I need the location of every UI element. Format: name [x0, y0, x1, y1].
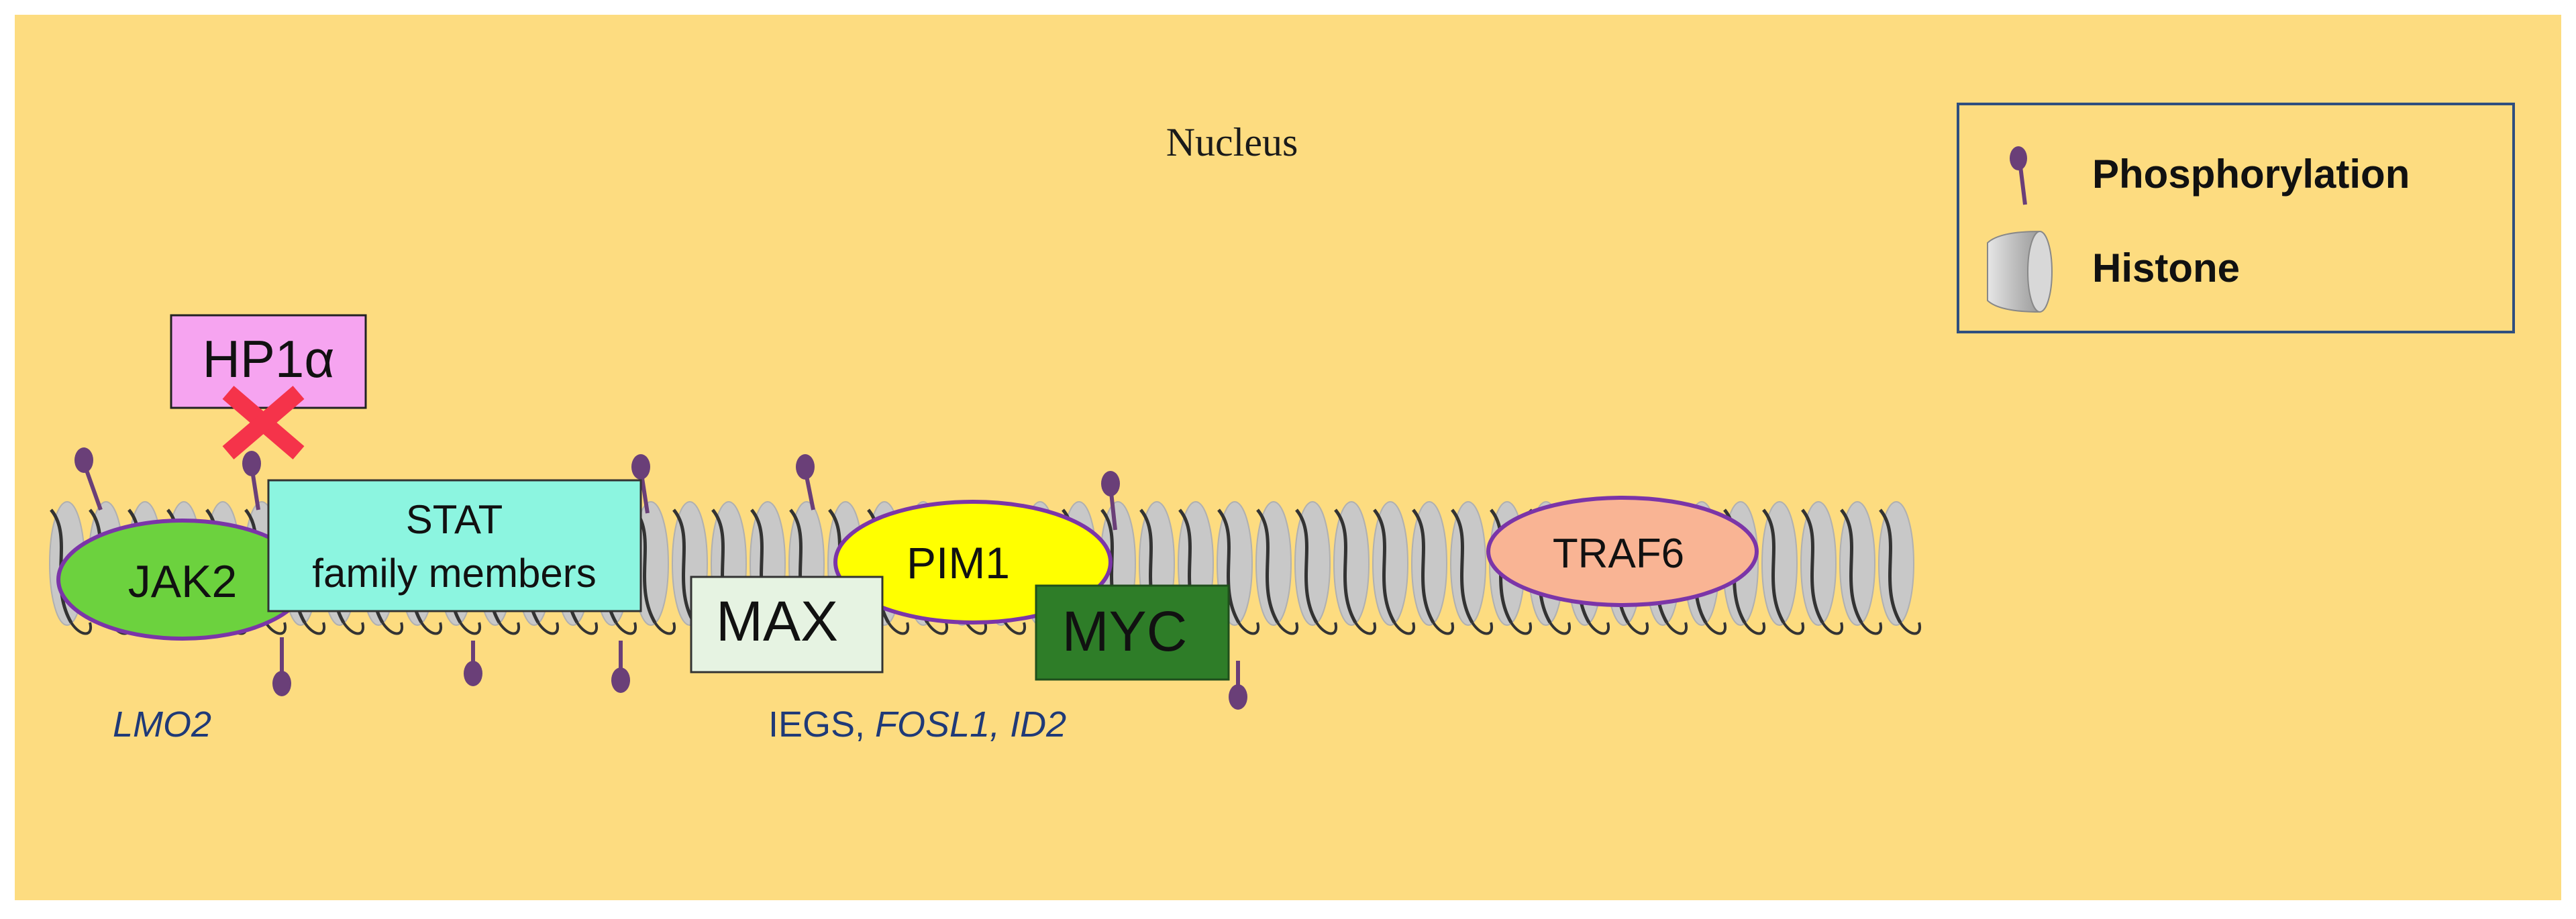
stat-label-line1: STAT — [406, 497, 503, 542]
dna-linker — [926, 621, 949, 635]
dna-linker — [1237, 621, 1260, 635]
dna-wrap — [1256, 508, 1280, 624]
dna-wrap — [1334, 508, 1357, 624]
nucleus-label: Nucleus — [1166, 120, 1298, 164]
dna-linker — [1665, 621, 1688, 635]
histone-disc — [1839, 501, 1875, 626]
dna-wrap — [1451, 508, 1474, 624]
histone-disc — [1800, 501, 1837, 626]
phosphorylation-lollipop-icon — [2010, 146, 2027, 205]
dna-wrap — [1217, 508, 1241, 624]
dna-linker — [1432, 621, 1455, 635]
max-protein: MAX — [690, 576, 884, 673]
gene-iegs: IEGS, — [768, 704, 875, 745]
dna-linker — [576, 621, 599, 635]
histone-disc — [1333, 501, 1370, 626]
stat-label-line2: family members — [312, 551, 596, 596]
dna-linker — [1471, 621, 1494, 635]
traf6-protein: TRAF6 — [1486, 496, 1759, 607]
dna-linker — [342, 621, 365, 635]
phosphorylation-head — [464, 661, 482, 686]
dna-linker — [1549, 621, 1572, 635]
dna-linker — [1743, 621, 1766, 635]
dna-wrap — [1801, 508, 1824, 624]
dna-wrap — [1295, 508, 1319, 624]
histone-disc — [1255, 501, 1292, 626]
dna-linker — [1354, 621, 1377, 635]
histone-disc — [1372, 501, 1408, 626]
dna-linker — [1588, 621, 1610, 635]
dna-wrap — [1762, 508, 1786, 624]
dna-linker — [1704, 621, 1727, 635]
dna-linker — [1276, 621, 1299, 635]
dna-linker — [420, 621, 443, 635]
dna-linker — [264, 621, 287, 635]
inhibition-cross-icon — [222, 386, 305, 460]
myc-protein: MYC — [1035, 584, 1230, 681]
hp1a-label: HP1α — [203, 329, 335, 388]
dna-wrap — [1373, 508, 1396, 624]
jak2-label: JAK2 — [128, 556, 238, 607]
myc-label: MYC — [1062, 600, 1188, 663]
gene-id2: ID2 — [1010, 704, 1066, 745]
dna-linker — [1782, 621, 1805, 635]
dna-linker — [1004, 621, 1027, 635]
dna-linker — [537, 621, 560, 635]
histone-disc — [1878, 501, 1914, 626]
dna-linker — [1510, 621, 1533, 635]
dna-linker — [887, 621, 910, 635]
histone-disc — [1450, 501, 1486, 626]
gene-lmo2: LMO2 — [113, 704, 211, 745]
legend-histone-label: Histone — [2092, 246, 2240, 290]
dna-linker — [70, 621, 93, 635]
dna-linker — [1860, 621, 1883, 635]
pim1-label: PIM1 — [907, 538, 1010, 588]
phosphorylation-head — [74, 447, 93, 473]
dna-linker — [615, 621, 637, 635]
dna-wrap — [50, 508, 73, 624]
dna-linker — [965, 621, 988, 635]
jak2-protein: JAK2 — [56, 519, 309, 641]
phosphorylation-marks — [74, 447, 1247, 710]
hp1a-protein: HP1α — [170, 314, 367, 409]
phosphorylation-head — [1229, 684, 1247, 710]
histone-disc — [1294, 501, 1331, 626]
phosphorylation-head — [796, 454, 815, 480]
histone-disc — [1411, 501, 1447, 626]
dna-linker — [381, 621, 404, 635]
traf6-label: TRAF6 — [1553, 531, 1684, 577]
phosphorylation-head — [611, 667, 630, 693]
dna-linker — [1315, 621, 1338, 635]
dna-linker — [459, 621, 482, 635]
dna-wrap — [1879, 508, 1902, 624]
phosphorylation-head — [631, 454, 650, 480]
dna-linker — [1393, 621, 1416, 635]
dna-wrap — [1840, 508, 1863, 624]
dna-linker — [1627, 621, 1649, 635]
phosphorylation-head — [272, 671, 291, 696]
dna-linker — [654, 621, 676, 635]
dna-linker — [303, 621, 326, 635]
phosphorylation-head — [242, 451, 261, 476]
dna-linker — [498, 621, 521, 635]
histone-disc — [1761, 501, 1798, 626]
histone-cylinder-icon — [1987, 230, 2053, 313]
legend: Phosphorylation Histone — [1957, 103, 2515, 333]
gene-list: IEGS, FOSL1, ID2 — [768, 704, 1066, 745]
dna-linker — [1899, 621, 1922, 635]
max-label: MAX — [716, 590, 838, 653]
legend-phosphorylation-label: Phosphorylation — [2092, 152, 2410, 197]
dna-wrap — [1412, 508, 1435, 624]
dna-linker — [1821, 621, 1844, 635]
stat-family-protein: STAT family members — [267, 479, 642, 612]
phosphorylation-head — [1101, 471, 1120, 496]
dna-wrap — [672, 508, 696, 624]
gene-fosl1: FOSL1, — [875, 704, 1010, 745]
